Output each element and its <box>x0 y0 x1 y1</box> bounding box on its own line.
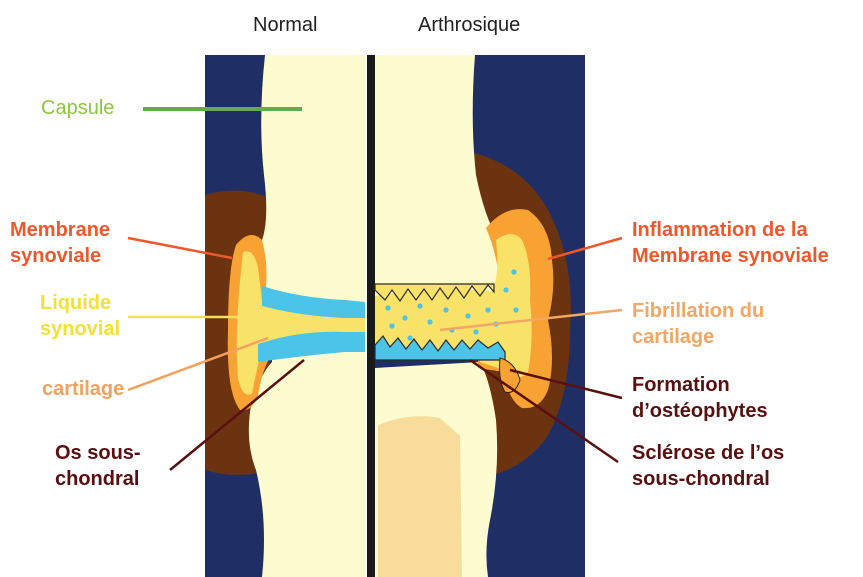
label-os-sous-chondral: Os sous- chondral <box>55 440 141 493</box>
label-cartilage: cartilage <box>42 376 124 402</box>
arthrosic-subchondral-sclerosis <box>378 416 462 577</box>
label-sclerose: Sclérose de l’os sous-chondral <box>632 440 784 493</box>
label-inflammation: Inflammation de la Membrane synoviale <box>632 217 829 270</box>
arthrosic-joint <box>375 55 585 577</box>
header-arthrosique: Arthrosique <box>418 12 520 38</box>
label-membrane-synoviale: Membrane synoviale <box>10 217 110 270</box>
center-divider <box>367 55 375 577</box>
label-capsule: Capsule <box>41 95 114 121</box>
label-osteophytes: Formation d’ostéophytes <box>632 372 768 425</box>
label-liquide-synovial: Liquide synovial <box>40 290 120 343</box>
header-normal: Normal <box>253 12 317 38</box>
label-fibrillation: Fibrillation du cartilage <box>632 298 764 351</box>
